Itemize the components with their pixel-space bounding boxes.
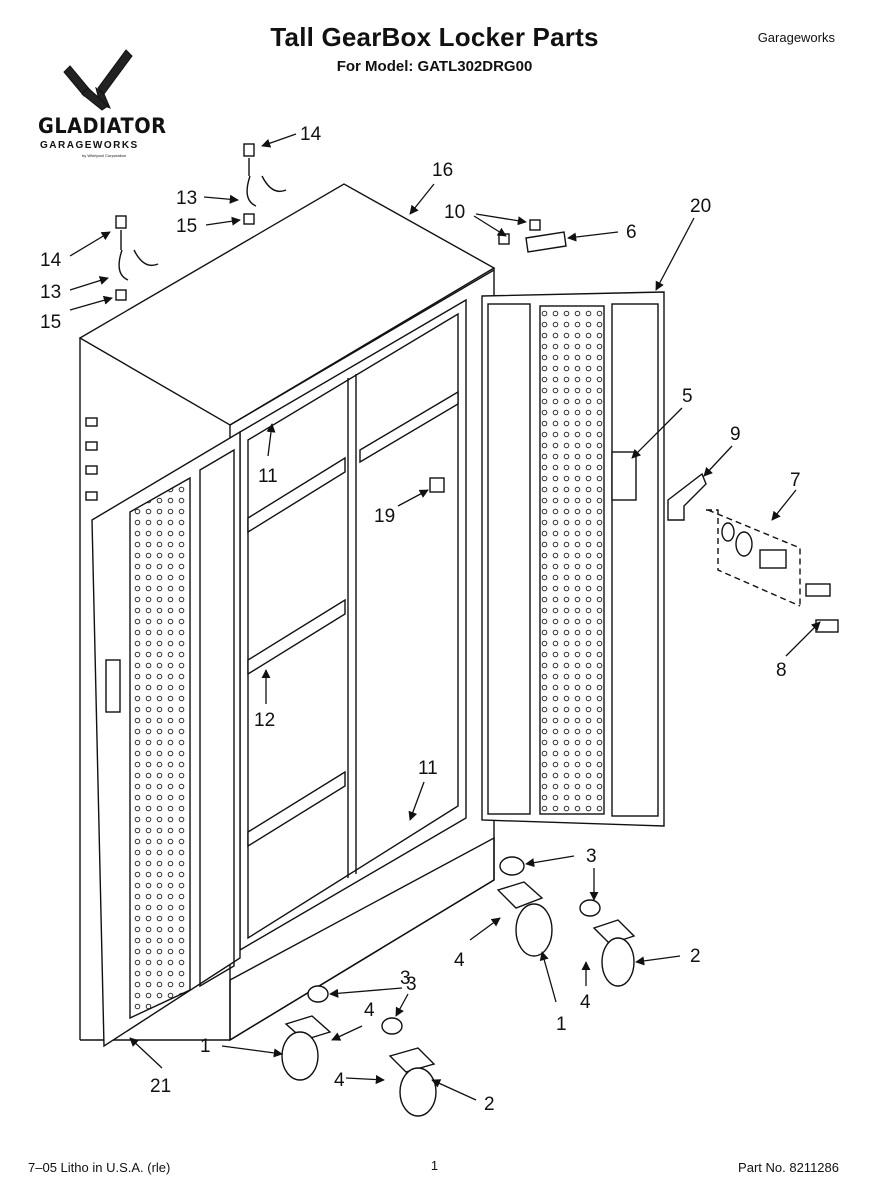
callout-5: 5 [682,386,693,407]
callout-1-left: 1 [200,1036,211,1057]
page-title: Tall GearBox Locker Parts [270,22,599,52]
right-door [481,291,665,827]
callout-16: 16 [432,160,453,181]
callout-3-left: 3 [400,968,411,989]
callout-3-left-upper: 3 [406,974,417,995]
left-door [91,430,241,1048]
callout-leaders [69,133,821,1101]
callout-19: 19 [374,506,395,527]
callout-14-top: 14 [300,124,322,145]
callout-4-left-upper: 4 [364,1000,375,1021]
callout-11-upper: 11 [258,466,278,487]
callout-3-right: 3 [586,846,597,867]
callout-15-left: 15 [40,312,61,333]
lock-assembly [667,472,839,633]
callout-20: 20 [690,196,711,217]
caster-2-right [579,899,636,987]
model-subtitle: For Model: GATL302DRG00 [336,58,533,75]
caster-2-left [381,1017,437,1117]
callout-21: 21 [150,1076,171,1097]
callout-4-right-lower: 4 [580,992,591,1013]
brand-label: Garageworks [757,30,835,45]
shelf-screw [429,477,445,493]
callout-12: 12 [254,710,275,731]
callout-2-right: 2 [690,946,701,967]
callout-1-right: 1 [556,1014,567,1035]
callout-9: 9 [730,424,741,445]
callout-2-left: 2 [484,1094,495,1115]
logo-byline: by Whirlpool Corporation [82,153,127,158]
callout-8: 8 [776,660,787,681]
logo-subtitle: GARAGEWORKS [40,140,139,151]
footer-litho: 7–05 Litho in U.S.A. (rle) [28,1160,171,1175]
callout-13-top: 13 [176,188,197,209]
callout-7: 7 [790,470,801,491]
callout-6: 6 [626,222,637,243]
footer-part-number: Part No. 8211286 [738,1160,839,1175]
caster-1-left [281,985,332,1081]
callout-4-right-upper: 4 [454,950,465,971]
callout-labels: 14 13 15 16 10 6 20 14 13 15 5 9 7 8 11 … [40,124,801,1115]
caster-1-right [496,856,553,957]
callout-15-top: 15 [176,216,197,237]
callout-13-left: 13 [40,282,61,303]
callout-4-left-lower: 4 [334,1070,345,1091]
callout-10: 10 [444,202,465,223]
coat-hook-left [115,215,159,301]
trim-piece [498,219,567,253]
callout-11-lower: 11 [418,758,438,779]
callout-14-left: 14 [40,250,62,271]
coat-hook-top [243,143,287,225]
logo-wordmark: GLADIATOR [38,114,167,138]
footer-page-number: 1 [430,1158,439,1173]
gladiator-logo-icon [63,49,133,111]
